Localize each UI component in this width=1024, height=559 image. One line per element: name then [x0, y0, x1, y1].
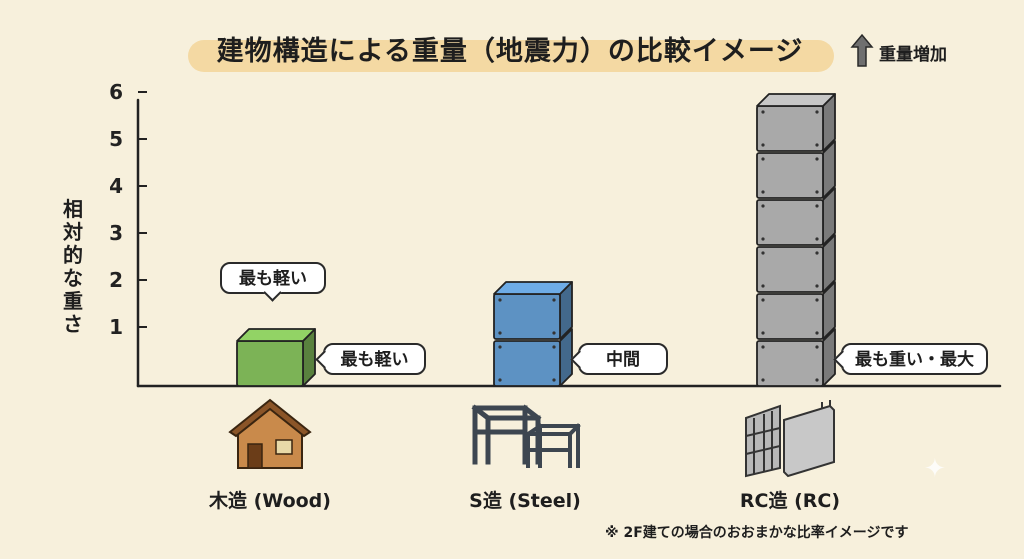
bar-rc [756, 93, 836, 387]
category-icons [228, 398, 835, 478]
block-front [756, 293, 824, 340]
block-bolt [498, 378, 502, 382]
callout-wood-text: 最も軽い [340, 350, 409, 370]
house-icon [228, 398, 312, 469]
block-front [493, 340, 561, 387]
rc-wall-icon [745, 400, 835, 478]
block-bolt [815, 237, 819, 241]
callout-steel-text: 中間 [606, 350, 640, 370]
steel-frame-small [525, 423, 581, 468]
block-front [756, 199, 824, 246]
house-window [275, 439, 293, 455]
block-bolt [815, 251, 819, 255]
callout-steel: 中間 [570, 343, 668, 375]
y-tick-label: 6 [109, 80, 123, 104]
block-bolt [815, 331, 819, 335]
block-front [756, 152, 824, 199]
callout-wood: 最も軽い [315, 343, 426, 375]
bar-wood [236, 328, 316, 387]
y-tick-label: 4 [109, 174, 123, 198]
block-bolt [761, 298, 765, 302]
y-tick-label: 2 [109, 268, 123, 292]
block-bolt [498, 331, 502, 335]
block-bolt [815, 298, 819, 302]
block-front [493, 293, 561, 340]
block-bolt [552, 378, 556, 382]
up-arrow-icon [850, 33, 874, 67]
block-bolt [761, 331, 765, 335]
block-bolt [761, 190, 765, 194]
block-front [236, 340, 304, 387]
block-bolt [761, 143, 765, 147]
steel-frame-large [471, 404, 542, 465]
block-bolt [552, 345, 556, 349]
rc-wall-right [783, 404, 835, 478]
block-top [493, 281, 573, 295]
block-bolt [815, 190, 819, 194]
block-bolt [761, 284, 765, 288]
block-top [236, 328, 316, 342]
block-front [756, 340, 824, 387]
block-front [756, 246, 824, 293]
block-bolt [761, 378, 765, 382]
bar-steel [493, 281, 573, 387]
rc-rebar [745, 411, 781, 474]
house-roof [228, 398, 312, 438]
block-bolt [552, 298, 556, 302]
callout-rc: 最も重い・最大 [833, 343, 988, 375]
block-bolt [815, 204, 819, 208]
callout-wood-top: 最も軽い [220, 262, 326, 302]
category-label-wood: 木造 (Wood) [209, 490, 331, 512]
block-front [756, 105, 824, 152]
sparkle-icon: ✦ [924, 454, 946, 484]
block-bolt [761, 237, 765, 241]
block-bolt [761, 345, 765, 349]
steel-frame-icon [471, 404, 581, 468]
block-bolt [761, 157, 765, 161]
block-bolt [815, 143, 819, 147]
house-door [247, 443, 263, 469]
block-bolt [761, 204, 765, 208]
rc-rebar-top [821, 400, 831, 408]
block-bolt [498, 298, 502, 302]
title-highlight [188, 40, 834, 72]
category-label-rc: RC造 (RC) [739, 490, 841, 512]
block-bolt [552, 331, 556, 335]
y-tick-label: 5 [109, 127, 123, 151]
y-tick-label: 1 [109, 315, 123, 339]
callout-wood-top-text: 最も軽い [239, 269, 307, 289]
bars [236, 93, 836, 387]
block-bolt [761, 110, 765, 114]
block-bolt [815, 110, 819, 114]
y-tick-label: 3 [109, 221, 123, 245]
block-bolt [498, 345, 502, 349]
block-bolt [815, 284, 819, 288]
callout-rc-text: 最も重い・最大 [855, 350, 974, 370]
category-label-steel: S造 (Steel) [469, 490, 581, 512]
block-bolt [761, 251, 765, 255]
y-ticks: 1 2 3 4 5 6 [109, 80, 147, 339]
y-axis-label: 相対的な重さ [63, 197, 83, 336]
block-bolt [815, 345, 819, 349]
footnote: ※ 2F建ての場合のおおまかな比率イメージです [605, 525, 909, 541]
block-bolt [815, 157, 819, 161]
block-bolt [815, 378, 819, 382]
block-top [756, 93, 836, 107]
chart-title: 建物構造による重量（地震力）の比較イメージ [216, 36, 804, 67]
legend-label: 重量増加 [879, 45, 947, 65]
